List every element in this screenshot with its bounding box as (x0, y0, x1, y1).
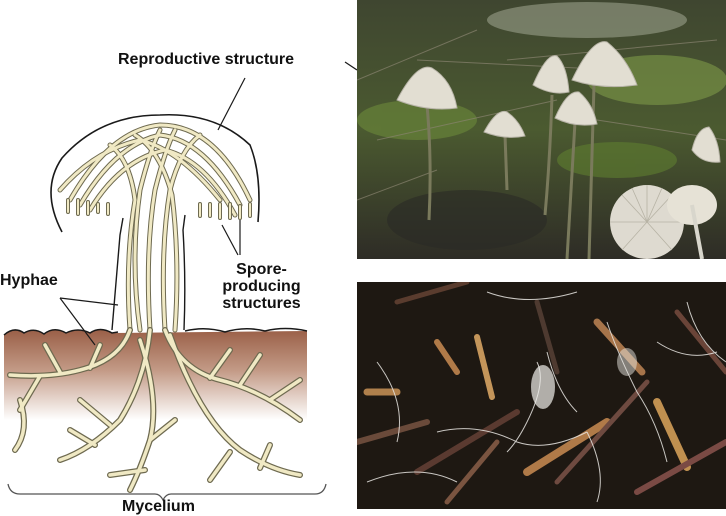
photo-mushrooms (357, 0, 726, 259)
fungus-diagram: Reproductive structure Hyphae Spore- pro… (0, 0, 357, 515)
label-spore-line1: Spore- (236, 261, 287, 278)
label-spore-line2: producing (222, 277, 301, 295)
leader-lines (59, 61, 357, 346)
fungus-illustration (3, 61, 357, 502)
photo-mycelium (357, 282, 726, 509)
mushroom-photo-illustration (357, 0, 726, 259)
label-spore-line3: structures (222, 294, 301, 312)
label-spore-producing-structures: Spore- producing structures (214, 261, 309, 312)
mycelium-photo-illustration (357, 282, 726, 509)
label-mycelium: Mycelium (122, 498, 195, 515)
cap-outline (50, 113, 260, 233)
label-reproductive-structure: Reproductive structure (118, 51, 295, 68)
mycelium-brace (7, 483, 327, 502)
label-hyphae: Hyphae (0, 272, 58, 289)
gilled-cap (610, 185, 717, 259)
white-hyphae (366, 291, 726, 503)
